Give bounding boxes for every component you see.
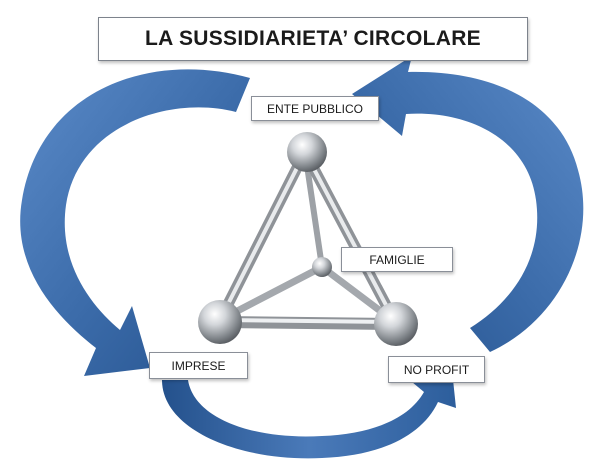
curved-arrow-bottom [162,370,456,459]
curved-arrow-right [352,56,584,352]
node-label-imprese: IMPRESE [149,352,248,379]
tetrahedron-frame [198,132,418,346]
sphere-inner [312,257,332,277]
sphere-right [374,302,418,346]
sphere-left [198,300,242,344]
node-label-famiglie: FAMIGLIE [341,247,453,272]
node-label-no-profit: NO PROFIT [388,356,485,383]
sphere-top [287,132,327,172]
curved-arrow-left [20,69,251,377]
diagram-title: LA SUSSIDIARIETA’ CIRCOLARE [98,17,528,61]
node-label-ente-pubblico: ENTE PUBBLICO [251,96,379,121]
